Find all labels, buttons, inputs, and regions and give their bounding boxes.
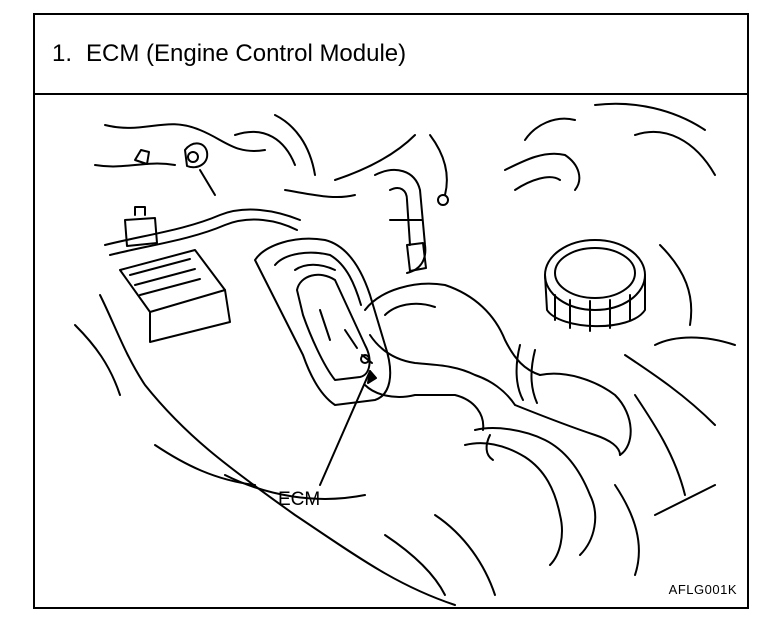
figure-frame: 1. ECM (Engine Control Module) bbox=[33, 13, 749, 609]
leader-arrow-icon bbox=[367, 370, 377, 384]
figure-code: AFLG001K bbox=[668, 582, 737, 597]
leader-line bbox=[319, 370, 371, 486]
page-title: 1. ECM (Engine Control Module) bbox=[52, 40, 406, 68]
section-number: 1. bbox=[52, 40, 73, 67]
section-title: ECM (Engine Control Module) bbox=[86, 40, 407, 67]
engine-bay-illustration bbox=[74, 102, 736, 606]
ecm-callout-label: ECM bbox=[278, 489, 321, 510]
title-bar: 1. ECM (Engine Control Module) bbox=[35, 15, 747, 95]
